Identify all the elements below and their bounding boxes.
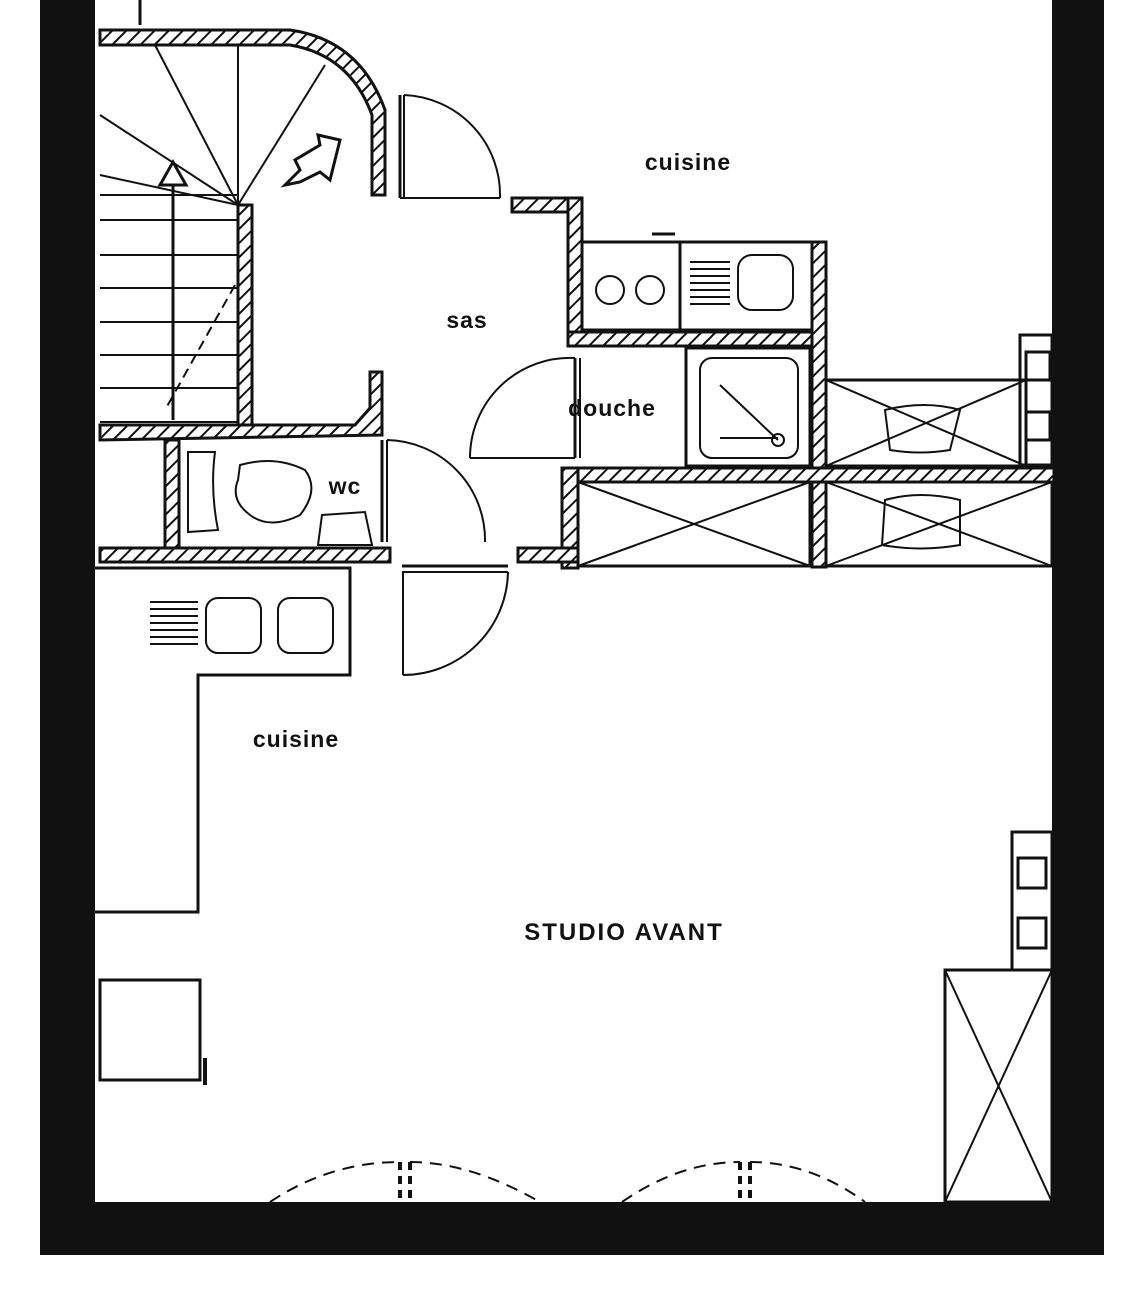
doors — [380, 94, 581, 676]
label-cuisine-left: cuisine — [253, 726, 339, 752]
interior-walls — [98, 28, 1056, 570]
shower — [684, 346, 812, 468]
label-studio-avant: STUDIO AVANT — [524, 919, 724, 946]
closets — [576, 333, 1054, 568]
staircase — [99, 44, 342, 423]
wc-fixtures — [187, 451, 374, 546]
label-douche: douche — [568, 395, 656, 421]
kitchen-counter-top — [580, 232, 814, 332]
left-niche — [98, 978, 207, 1085]
label-cuisine-top: cuisine — [645, 149, 731, 175]
kitchen-counter-left — [95, 566, 352, 914]
french-windows — [269, 1161, 866, 1203]
label-sas: sas — [446, 307, 487, 333]
label-wc: wc — [328, 473, 362, 499]
exterior-walls — [40, 0, 1104, 1255]
studio-right-units — [943, 830, 1054, 1204]
